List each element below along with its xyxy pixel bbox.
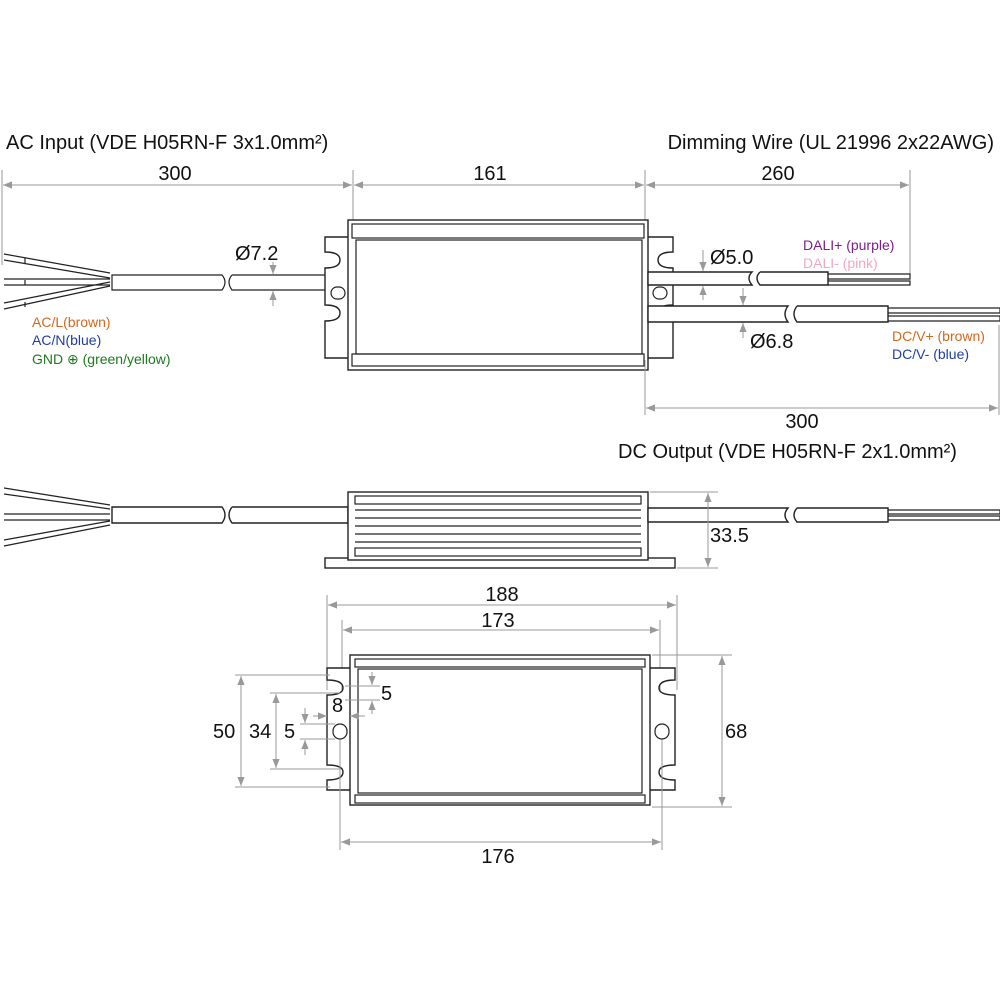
ac-l-label: AC/L(brown) bbox=[32, 314, 111, 330]
dim-tab-depth: 8 bbox=[332, 695, 343, 717]
side-view bbox=[3, 487, 1000, 569]
dim-tab-pitch: 173 bbox=[481, 610, 514, 632]
dim-hole-pitch: 176 bbox=[481, 846, 514, 868]
dc-dia-label: Ø6.8 bbox=[750, 331, 793, 353]
dimming-wire-title: Dimming Wire (UL 21996 2x22AWG) bbox=[668, 132, 994, 154]
ac-n-label: AC/N(blue) bbox=[32, 332, 101, 348]
housing-top-view bbox=[324, 219, 674, 371]
dc-minus-label: DC/V- (blue) bbox=[892, 346, 969, 362]
dc-output-title: DC Output (VDE H05RN-F 2x1.0mm²) bbox=[618, 441, 957, 463]
dim-dia-label: Ø5.0 bbox=[710, 247, 753, 269]
dali-minus-label: DALI- (pink) bbox=[803, 255, 878, 271]
dim-hole-dia: 5 bbox=[284, 721, 295, 743]
ac-dia-label: Ø7.2 bbox=[235, 243, 278, 265]
dali-plus-label: DALI+ (purple) bbox=[803, 237, 894, 253]
bottom-view bbox=[235, 595, 732, 850]
dimming-cable bbox=[647, 271, 911, 286]
dim-dc-length: 300 bbox=[785, 411, 818, 433]
dc-plus-label: DC/V+ (brown) bbox=[892, 328, 985, 344]
dim-slot-span: 50 bbox=[213, 721, 235, 743]
dim-slot-inner: 34 bbox=[249, 721, 271, 743]
ac-input-title: AC Input (VDE H05RN-F 3x1.0mm²) bbox=[6, 132, 328, 154]
dim-dimming-length: 260 bbox=[761, 163, 794, 185]
top-dimension-lines bbox=[1, 170, 911, 275]
dim-ac-length: 300 bbox=[158, 163, 191, 185]
dc-cable bbox=[647, 305, 1000, 323]
dim-slot-width: 5 bbox=[381, 683, 392, 705]
dc-length-dimension bbox=[644, 325, 1000, 415]
dim-overall-length: 188 bbox=[485, 584, 518, 606]
ac-cable bbox=[3, 253, 349, 310]
dim-height: 33.5 bbox=[710, 525, 749, 547]
gnd-label: GND ⊕ (green/yellow) bbox=[32, 351, 171, 367]
dim-width: 68 bbox=[725, 721, 747, 743]
dim-body-length: 161 bbox=[473, 163, 506, 185]
